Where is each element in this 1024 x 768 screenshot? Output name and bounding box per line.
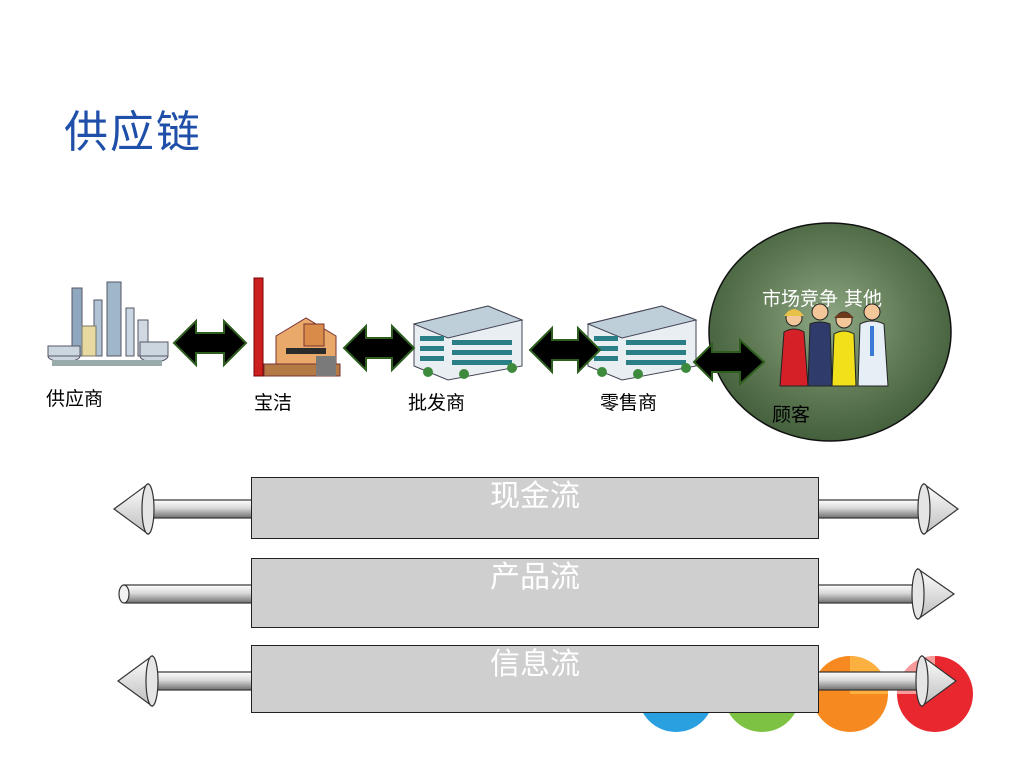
node-label-customer: 顾客	[772, 404, 811, 426]
cash-flow-label: 现金流	[490, 479, 580, 514]
product-flow-box: 产品流	[251, 558, 819, 628]
market-competition-text: 市场竞争 其他	[762, 288, 883, 310]
product-flow-pipe	[118, 567, 956, 621]
office-building-icon-retailer	[586, 305, 698, 381]
product-flow-label: 产品流	[490, 560, 580, 595]
office-building-icon-wholesaler	[412, 305, 524, 381]
plant-chimney-icon	[253, 277, 341, 377]
information-flow-label: 信息流	[490, 647, 580, 682]
cash-flow-box: 现金流	[251, 477, 819, 539]
information-flow-box: 信息流	[251, 645, 819, 713]
factory-icon	[47, 281, 169, 366]
people-group-icon	[779, 303, 889, 387]
node-label-wholesaler: 批发商	[408, 392, 466, 414]
slide-title: 供应链	[64, 107, 202, 158]
information-flow-pipe	[116, 654, 958, 708]
cash-flow-pipe	[112, 482, 960, 536]
node-label-supplier: 供应商	[46, 388, 104, 410]
node-label-pg: 宝洁	[254, 392, 293, 414]
node-label-retailer: 零售商	[600, 392, 658, 414]
